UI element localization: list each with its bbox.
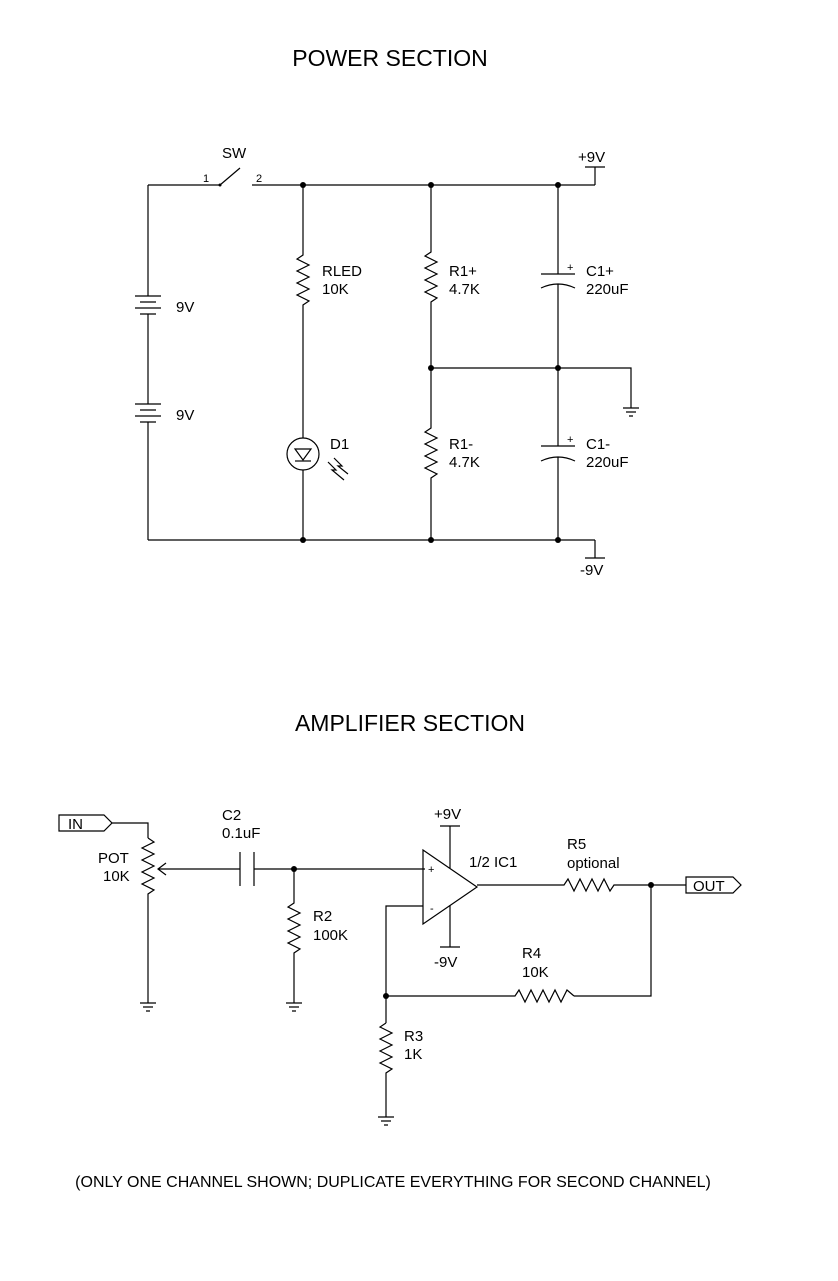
c1-minus-name: C1- (586, 436, 610, 453)
footnote: (ONLY ONE CHANNEL SHOWN; DUPLICATE EVERY… (75, 1174, 711, 1191)
c1-minus-value: 220uF (586, 454, 629, 471)
r1-plus-name: R1+ (449, 263, 477, 280)
rled-name: RLED (322, 263, 362, 280)
r5-value: optional (567, 855, 620, 872)
resistor-r5: R5 optional (477, 836, 686, 893)
resistor-r4: R4 10K (386, 945, 575, 1004)
battery-bottom-value: 9V (176, 407, 194, 424)
switch-pin2: 2 (256, 173, 262, 185)
top-rail-wire (147, 166, 605, 295)
led-d1: D1 (286, 436, 349, 540)
capacitor-c1-plus: + C1+ 220uF (540, 185, 629, 368)
led-name: D1 (330, 436, 349, 453)
resistor-r1-plus: R1+ 4.7K (423, 185, 480, 368)
r5-name: R5 (567, 836, 586, 853)
r3-name: R3 (404, 1028, 423, 1045)
input-port-label: IN (68, 816, 83, 833)
switch-label: SW (222, 145, 247, 162)
battery-top-value: 9V (176, 299, 194, 316)
pot-name: POT (98, 850, 129, 867)
r3-value: 1K (404, 1046, 422, 1063)
r4-name: R4 (522, 945, 541, 962)
output-port-label: OUT (693, 878, 725, 895)
input-port: IN (58, 814, 149, 838)
battery-bottom: 9V (135, 400, 194, 540)
switch-sw: SW 1 2 (203, 145, 262, 187)
r2-value: 100K (313, 927, 348, 944)
r1-plus-value: 4.7K (449, 281, 480, 298)
resistor-r2: R2 100K (286, 869, 348, 1012)
resistor-r3: R3 1K (378, 1022, 423, 1126)
rail-pos-label: +9V (578, 149, 605, 166)
opamp-plus-pin: + (428, 864, 434, 876)
opamp-ic1: + - +9V -9V 1/2 IC1 (422, 806, 517, 971)
power-junctions (300, 182, 561, 543)
capacitor-c1-minus: + C1- 220uF (540, 368, 629, 540)
c1-plus-value: 220uF (586, 281, 629, 298)
r1-minus-name: R1- (449, 436, 473, 453)
r4-value: 10K (522, 964, 549, 981)
c1-plus-name: C1+ (586, 263, 614, 280)
resistor-rled: RLED 10K (295, 185, 362, 438)
opamp-minus-pin: - (430, 903, 434, 915)
rail-neg-label: -9V (580, 562, 603, 579)
c1-minus-polarity: + (567, 434, 573, 446)
switch-pin1: 1 (203, 173, 209, 185)
bottom-rail-wire (148, 539, 605, 559)
power-section-title: POWER SECTION (292, 45, 488, 71)
rled-value: 10K (322, 281, 349, 298)
opamp-supply-neg: -9V (434, 954, 457, 971)
pot-value: 10K (103, 868, 130, 885)
r2-name: R2 (313, 908, 332, 925)
potentiometer: POT 10K (98, 837, 240, 1012)
c2-value: 0.1uF (222, 825, 260, 842)
midpoint-ground-wire (431, 367, 639, 417)
battery-top: 9V (135, 295, 194, 400)
opamp-name: 1/2 IC1 (469, 854, 517, 871)
capacitor-c2: C2 0.1uF (222, 807, 425, 886)
opamp-supply-pos: +9V (434, 806, 461, 823)
output-port: OUT (685, 876, 742, 895)
c1-plus-polarity: + (567, 262, 573, 274)
resistor-r1-minus: R1- 4.7K (423, 368, 480, 540)
c2-name: C2 (222, 807, 241, 824)
amp-junctions (291, 866, 654, 999)
feedback-wire (385, 885, 652, 1023)
r1-minus-value: 4.7K (449, 454, 480, 471)
amplifier-section-title: AMPLIFIER SECTION (295, 710, 525, 736)
